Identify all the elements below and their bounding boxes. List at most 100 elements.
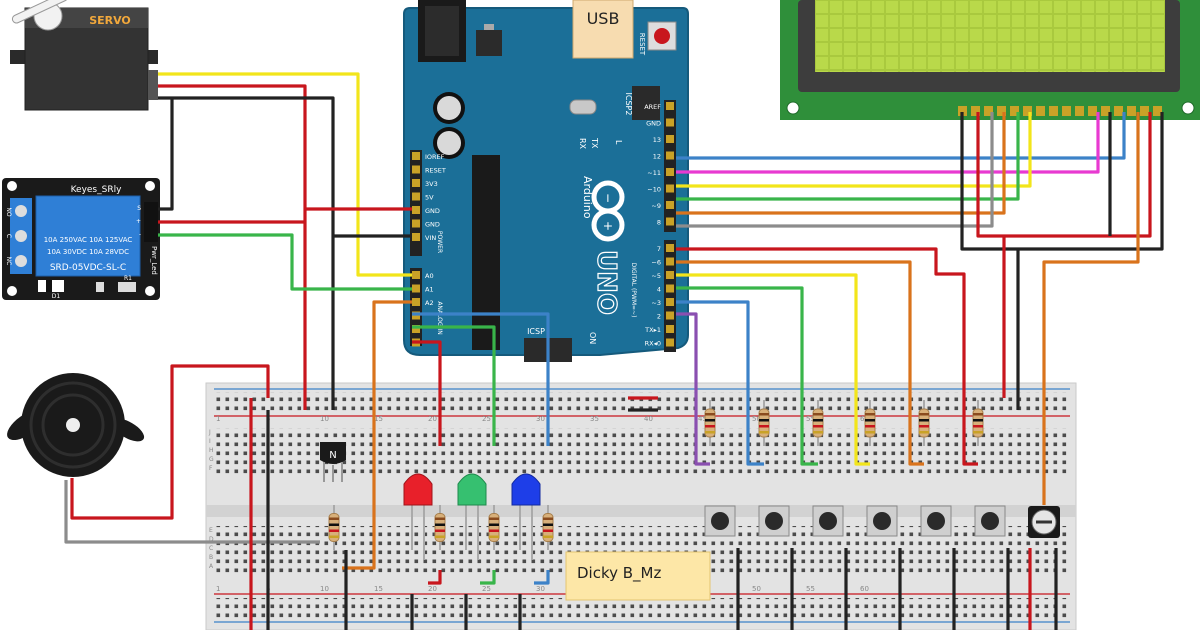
led-blue [511, 473, 541, 560]
lcd-pin [971, 106, 980, 116]
arduino-pin [666, 135, 674, 143]
wire-btn-6 [676, 247, 978, 466]
breadboard-row-letter: D [209, 536, 214, 543]
resistor-band [973, 413, 983, 416]
lcd-pin [1062, 106, 1071, 116]
arduino-power-pin-label: GND [425, 221, 440, 229]
buzzer [7, 373, 145, 477]
lcd-pin [1101, 106, 1110, 116]
breadboard-row-letter: J [208, 429, 211, 436]
arduino-pin [666, 257, 674, 266]
push-button[interactable] [920, 505, 952, 537]
arduino-pin [666, 298, 674, 306]
relay-spec-1: 10A 250VAC 10A 125VAC [44, 236, 133, 244]
resistor-band [329, 517, 339, 520]
relay-terminal-c: C [5, 234, 12, 238]
resistor-band [759, 425, 769, 428]
lcd-pin [1114, 106, 1123, 116]
lcd-pin [1153, 106, 1162, 116]
resistor-band [865, 413, 875, 416]
wire-btn-5 [676, 260, 924, 466]
resistor [488, 513, 500, 542]
wire-servo-gnd [158, 96, 335, 410]
wire-buzzer-neg [64, 480, 320, 544]
lcd-pin [997, 106, 1006, 116]
resistor-band [329, 523, 339, 526]
resistor-band [705, 413, 715, 416]
arduino-power-pin-label: 3V3 [425, 180, 438, 188]
on-led-label: ON [588, 332, 597, 344]
resistor [542, 513, 554, 542]
breadboard-column-number: 30 [536, 415, 545, 423]
resistor-band [435, 529, 445, 532]
arduino-pin [666, 168, 674, 176]
wire-lcd-8 [676, 112, 994, 228]
breadboard-column-number: 45 [698, 415, 707, 423]
resistor-band [759, 413, 769, 416]
arduino-digital-pin-label: ~9 [651, 202, 661, 210]
push-button[interactable] [758, 505, 790, 537]
push-button-cap[interactable] [711, 512, 729, 530]
servo-label: SERVO [89, 14, 131, 27]
arduino-analog-pin-label: A2 [425, 299, 434, 307]
push-button-cap[interactable] [765, 512, 783, 530]
arduino-logo: − + [591, 180, 625, 242]
arduino-pin [666, 217, 674, 226]
potentiometer [1028, 506, 1060, 538]
arduino-analog-pin-label: A0 [425, 272, 434, 280]
push-button-cap[interactable] [819, 512, 837, 530]
wire-btn-2 [676, 300, 764, 466]
resistor [704, 408, 716, 438]
arduino-pin [666, 102, 674, 110]
arduino-digital-pin-label: 12 [653, 153, 661, 161]
resistor-band [543, 529, 553, 532]
arduino-digital-pin-label: 4 [657, 286, 661, 294]
breadboard-column-number: 55 [806, 415, 815, 423]
led-red [403, 473, 433, 560]
breadboard-row-letter: H [209, 447, 214, 454]
reset-button[interactable] [654, 28, 670, 44]
led-green [457, 473, 487, 560]
breadboard-row-letter: G [209, 456, 214, 463]
resistor-band [435, 517, 445, 520]
digital-header-label: DIGITAL (PWM=~) [630, 263, 637, 318]
wire-led-red [412, 340, 442, 446]
breadboard-column-number: 25 [482, 415, 491, 423]
resistor-band [813, 413, 823, 416]
breadboard-column-number: 10 [320, 585, 329, 593]
lcd-pin [1088, 106, 1097, 116]
arduino-pin [666, 184, 674, 193]
lcd-pin [1049, 106, 1058, 116]
wire-lcd-gnd-a [960, 112, 1164, 251]
resistor-band [813, 419, 823, 422]
wire-servo-signal [158, 72, 412, 277]
push-button-cap[interactable] [873, 512, 891, 530]
breadboard-row-letter: A [209, 563, 214, 570]
breadboard-column-number: 1 [216, 415, 220, 423]
resistor-band [813, 425, 823, 428]
arduino-pin [666, 118, 674, 127]
push-button-cap[interactable] [981, 512, 999, 530]
wire-buzzer-pos [70, 364, 270, 520]
lcd-pin [984, 106, 993, 116]
breadboard-row-letter: E [209, 527, 213, 534]
wire-lcd-contrast [1042, 112, 1140, 505]
breadboard-column-number: 1 [216, 585, 220, 593]
relay-pin-minus: - [139, 231, 141, 238]
resistor-band [919, 431, 929, 434]
breadboard-column-number: 60 [860, 415, 869, 423]
relay-d1-label: D1 [52, 293, 61, 300]
arduino-digital-pin-label: 7 [657, 245, 661, 253]
push-button-cap[interactable] [927, 512, 945, 530]
arduino-digital-pin-label: ~10 [647, 186, 661, 194]
resistor-band [919, 425, 929, 428]
relay-brand: Keyes_SRly [71, 185, 123, 195]
resistor [918, 408, 930, 438]
resistor-band [489, 523, 499, 526]
relay-led-label: Pwr_Led [150, 246, 158, 275]
resistor-band [865, 425, 875, 428]
power-header-label: POWER [436, 231, 443, 253]
wire-servo-vcc [158, 84, 307, 410]
resistor [812, 408, 824, 438]
arduino-digital-pin-label: 8 [657, 219, 661, 227]
